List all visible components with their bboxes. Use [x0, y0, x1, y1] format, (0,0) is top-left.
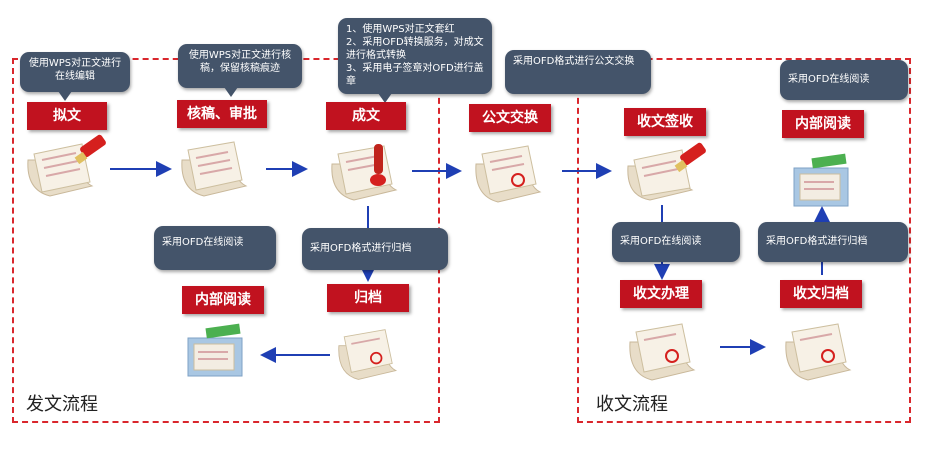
note-read-receive: 采用OFD在线阅读 [780, 60, 908, 100]
step-finalize: 成文 [326, 102, 406, 130]
step-receive-sign: 收文签收 [624, 108, 706, 136]
handle-document-icon [629, 323, 696, 381]
document-icon [181, 141, 248, 197]
sealed-document-icon [331, 144, 398, 201]
receive-process-frame [577, 58, 911, 423]
note-exchange: 采用OFD格式进行公文交换 [505, 50, 651, 94]
receive-archive-document-icon [785, 323, 852, 381]
receive-process-title: 收文流程 [596, 394, 668, 415]
archive-send-document-icon [338, 329, 398, 380]
step-internal-read-send: 内部阅读 [182, 286, 264, 314]
step-internal-read-receive: 内部阅读 [782, 110, 864, 138]
step-draft: 拟文 [27, 102, 107, 130]
note-review: 使用WPS对正文进行核稿，保留核稿痕迹 [178, 44, 302, 97]
exchange-document-icon [475, 145, 542, 203]
note-archive-send: 采用OFD格式进行归档 [302, 228, 448, 270]
note-finalize: 1、使用WPS对正文套红 2、采用OFD转换服务，对成文进行格式转换 3、采用电… [338, 18, 492, 103]
note-draft: 使用WPS对正文进行在线编辑 [20, 52, 130, 101]
send-process-title: 发文流程 [26, 394, 98, 415]
step-receive-archive: 收文归档 [780, 280, 862, 308]
step-exchange: 公文交换 [469, 104, 551, 132]
step-archive-send: 归档 [327, 284, 409, 312]
folder-receive-icon [793, 153, 849, 207]
note-read-handle: 采用OFD在线阅读 [612, 222, 740, 262]
note-read-send: 采用OFD在线阅读 [154, 226, 276, 270]
step-receive-handle: 收文办理 [620, 280, 702, 308]
step-review: 核稿、审批 [177, 100, 267, 128]
draft-doc-icon [27, 134, 106, 197]
folder-icon [187, 323, 243, 377]
note-archive-receive: 采用OFD格式进行归档 [758, 222, 908, 262]
sign-document-icon [627, 142, 706, 201]
